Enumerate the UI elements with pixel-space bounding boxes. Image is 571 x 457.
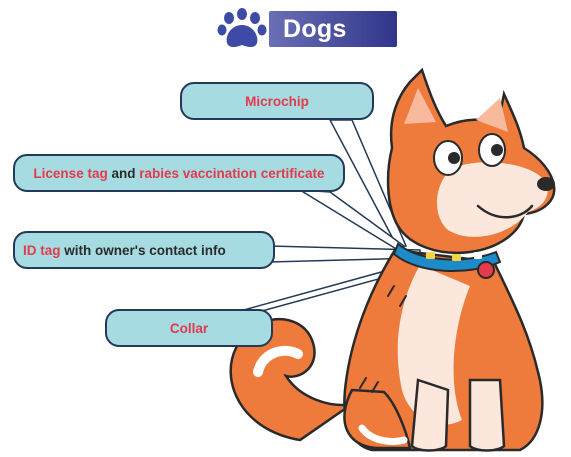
title-banner: Dogs <box>213 8 397 50</box>
callout-label: License tag <box>33 165 108 181</box>
dog-front-leg-right <box>468 378 506 452</box>
pointer-lines <box>239 119 443 312</box>
dog-tail <box>229 317 353 442</box>
callout-microchip: Microchip <box>180 82 374 120</box>
dog-hind-leg <box>343 388 412 450</box>
callout-connector: and <box>107 165 140 181</box>
callout-label: rabies vaccination certificate <box>139 165 325 181</box>
dog-nose <box>537 177 555 191</box>
callout-label: Collar <box>169 320 209 336</box>
callout-label: Microchip <box>245 93 309 109</box>
title-bar <box>269 11 397 47</box>
microchip-pointer <box>328 119 408 249</box>
callout-collar: Collar <box>105 309 273 347</box>
callout-id-tag: ID tag with owner's contact info <box>13 231 275 269</box>
page-title: Dogs <box>283 15 347 43</box>
dog-tag <box>477 261 495 279</box>
dog-front-leg-left <box>410 378 450 452</box>
callout-label: ID tag <box>23 242 61 258</box>
paw-print-icon <box>217 8 267 47</box>
callout-license: License tag and rabies vaccination certi… <box>13 154 345 192</box>
callout-description: with owner's contact info <box>60 242 226 258</box>
